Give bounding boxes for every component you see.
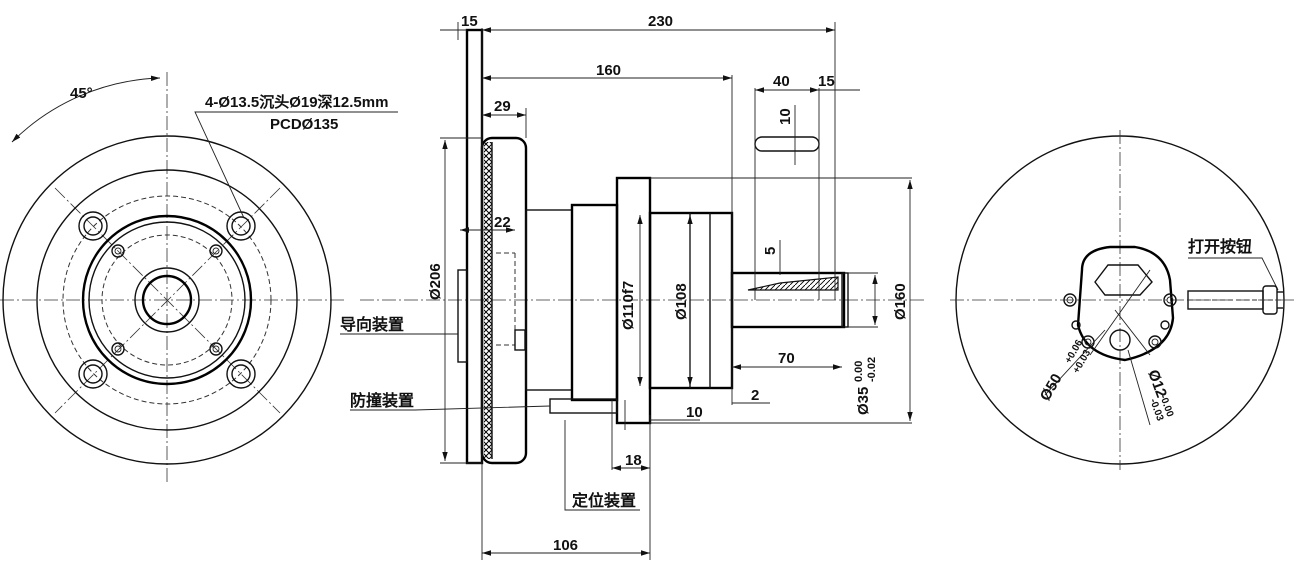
dim-key-length: 40: [773, 73, 790, 90]
open-button-label: 打开按钮: [1188, 237, 1252, 256]
dim-knob-width: 29: [494, 98, 511, 115]
dim-key-depth: 5: [762, 247, 779, 255]
dim-body-dia: Ø108: [673, 283, 690, 320]
dim-flange-thickness: 15: [461, 13, 478, 30]
front-view: [0, 72, 398, 485]
angle-label: 45°: [70, 85, 93, 102]
dim-flange-to-shaft: 160: [596, 62, 621, 79]
pcd-callout: PCDØ135: [270, 116, 338, 133]
dim-key-width: 10: [777, 108, 794, 125]
side-view: [340, 22, 1279, 560]
dim-shoulder: 2: [751, 387, 759, 404]
anti-collision-label: 防撞装置: [350, 391, 414, 410]
guide-device-label: 导向装置: [340, 315, 404, 334]
positioning-device-label: 定位装置: [571, 491, 636, 510]
bolt-hole-callout: 4-Ø13.5沉头Ø19深12.5mm: [205, 93, 388, 111]
dim-pilot-depth: 10: [686, 404, 703, 421]
dim-pin-offset: 18: [625, 452, 642, 469]
dim-shaft-dia: Ø35: [855, 387, 872, 415]
dim-key-end-offset: 15: [818, 73, 835, 90]
dim-flange-dia: Ø206: [427, 263, 444, 300]
dim-pin-distance: 106: [553, 537, 578, 554]
dim-shaft-tol-upper: 0.00: [853, 361, 865, 382]
dim-shaft-length: 70: [778, 350, 795, 367]
rear-view: [950, 130, 1295, 470]
dim-overall-length: 230: [648, 13, 673, 30]
dim-bore-dia: Ø50: [1037, 371, 1066, 404]
dim-pilot-dia: Ø110f7: [620, 281, 637, 330]
dim-shaft-tol-lower: -0.02: [866, 357, 878, 382]
dim-housing-dia: Ø160: [892, 283, 909, 320]
dim-inner-step: 22: [494, 214, 511, 231]
